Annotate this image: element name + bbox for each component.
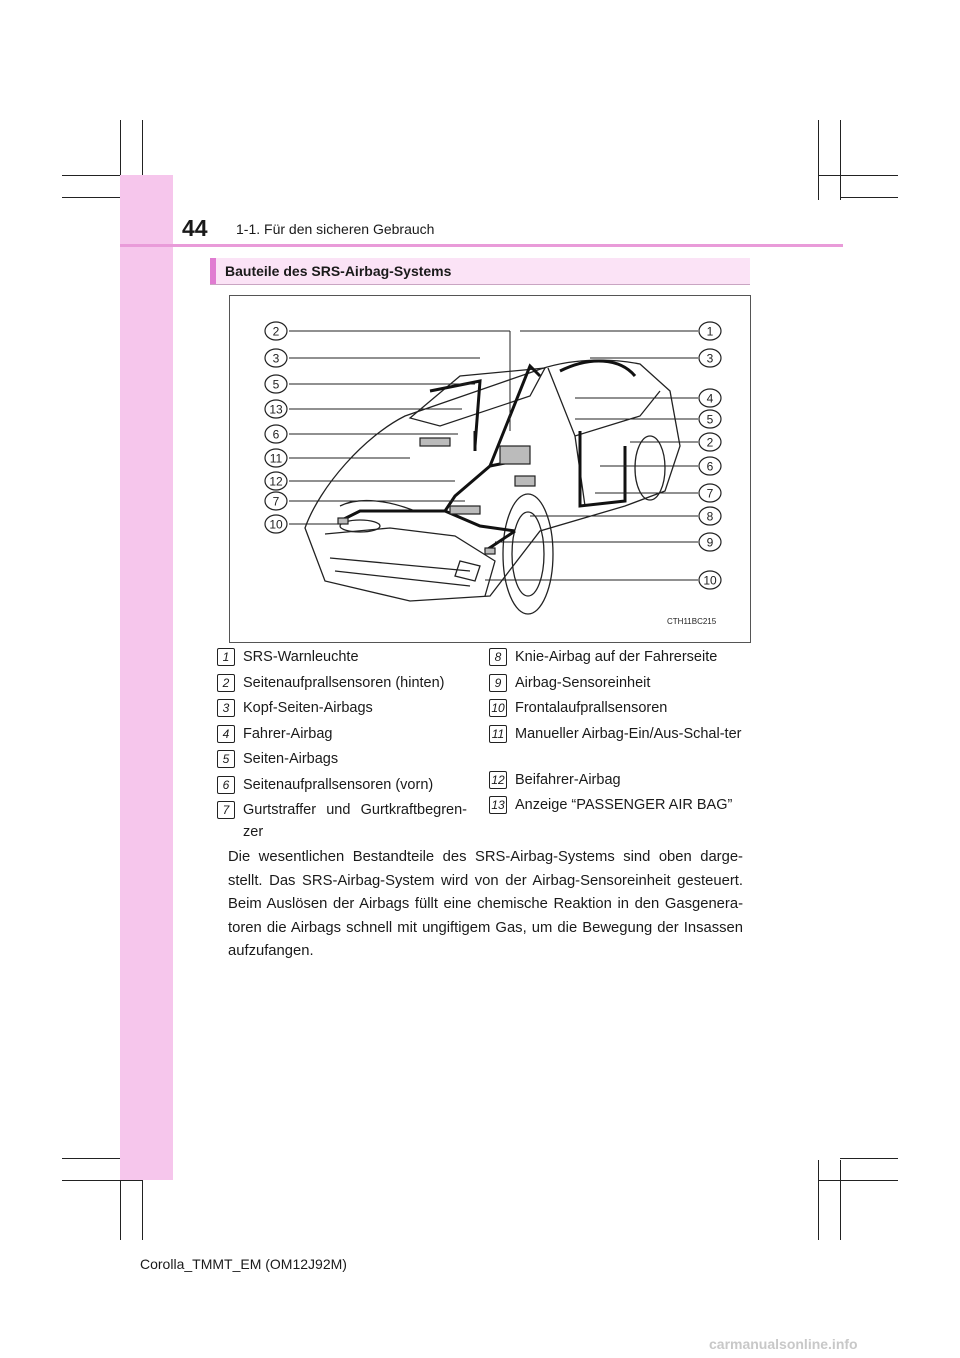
legend-text: Seiten-Airbags [243,748,467,770]
callout-number: 6 [707,460,714,474]
crop-mark [818,120,819,200]
legend-number: 4 [217,725,235,743]
legend-text: Anzeige “PASSENGER AIR BAG” [515,794,744,816]
callout-number: 10 [703,574,717,588]
watermark: carmanualsonline.info [709,1336,858,1352]
callout-number: 4 [707,392,714,406]
callout-number: 13 [269,403,283,417]
callout-number: 9 [707,536,714,550]
section-accent [210,258,216,284]
crop-mark [62,1180,142,1181]
callout-number: 7 [707,487,714,501]
callout-number: 8 [707,510,714,524]
callout-marker: 7 [265,492,287,510]
crop-mark [840,1160,841,1240]
footer-doc-id: Corolla_TMMT_EM (OM12J92M) [140,1256,347,1272]
callout-number: 2 [707,436,714,450]
callout-marker: 2 [265,322,287,340]
callout-number: 3 [273,352,280,366]
legend-text: Gurtstraffer und Gurtkraftbegren-zer [243,799,467,843]
legend-text: Kopf-Seiten-Airbags [243,697,467,719]
legend-number: 5 [217,750,235,768]
crop-mark [818,1160,819,1240]
legend-number: 8 [489,648,507,666]
crop-mark [818,175,898,176]
callout-number: 3 [707,352,714,366]
callout-marker: 1 [699,322,721,340]
header-rule [120,244,843,247]
legend-text: Frontalaufprallsensoren [515,697,744,719]
section-title: Bauteile des SRS-Airbag-Systems [225,263,451,279]
callout-marker: 12 [265,472,287,490]
callout-number: 6 [273,428,280,442]
callout-number: 7 [273,495,280,509]
legend-number: 9 [489,674,507,692]
callout-marker: 5 [265,375,287,393]
callout-number: 12 [269,475,283,489]
crop-mark [62,197,120,198]
legend-text: SRS-Warnleuchte [243,646,467,668]
callout-marker: 5 [699,410,721,428]
section-title-bar: Bauteile des SRS-Airbag-Systems [210,258,750,285]
crop-mark [142,1180,143,1240]
section-header: 1-1. Für den sicheren Gebrauch [236,221,434,237]
legend-number: 3 [217,699,235,717]
right-callouts: 1 3 4 5 2 6 7 8 9 10 [699,322,721,589]
legend-text: Seitenaufprallsensoren (hinten) [243,672,467,694]
figure-code: CTH11BC215 [667,617,717,626]
callout-marker: 2 [699,433,721,451]
callout-marker: 10 [265,515,287,533]
legend-number: 1 [217,648,235,666]
legend-number: 11 [489,725,507,743]
legend-text: Knie-Airbag auf der Fahrerseite [515,646,744,668]
legend-text: Airbag-Sensoreinheit [515,672,744,694]
crop-mark [62,1158,120,1159]
legend-number: 7 [217,801,235,819]
callout-marker: 3 [699,349,721,367]
callout-number: 11 [270,452,283,466]
legend-text: Seitenaufprallsensoren (vorn) [243,774,467,796]
callout-marker: 13 [265,400,287,418]
callout-number: 5 [707,413,714,427]
callout-number: 10 [269,518,283,532]
legend-text: Manueller Airbag-Ein/Aus-Schal-ter [515,723,744,745]
legend-number: 12 [489,771,507,789]
callout-marker: 7 [699,484,721,502]
callout-marker: 4 [699,389,721,407]
callout-marker: 9 [699,533,721,551]
left-callouts: 2 3 5 13 6 11 12 7 10 [265,322,287,533]
callout-number: 1 [707,325,714,339]
legend-number: 13 [489,796,507,814]
legend-text: Beifahrer-Airbag [515,769,744,791]
crop-mark [840,120,841,200]
callout-marker: 11 [265,449,287,467]
callout-marker: 3 [265,349,287,367]
callout-number: 2 [273,325,280,339]
callout-marker: 6 [265,425,287,443]
legend-number: 10 [489,699,507,717]
crop-mark [840,1158,898,1159]
callout-marker: 8 [699,507,721,525]
legend-text: Fahrer-Airbag [243,723,467,745]
margin-band [120,175,173,1180]
crop-mark [818,1180,898,1181]
callout-marker: 10 [699,571,721,589]
legend-number: 2 [217,674,235,692]
legend-number: 6 [217,776,235,794]
crop-mark [840,197,898,198]
callout-number: 5 [273,378,280,392]
body-paragraph: Die wesentlichen Bestandteile des SRS-Ai… [228,846,743,964]
page-number: 44 [182,215,208,242]
callout-marker: 6 [699,457,721,475]
